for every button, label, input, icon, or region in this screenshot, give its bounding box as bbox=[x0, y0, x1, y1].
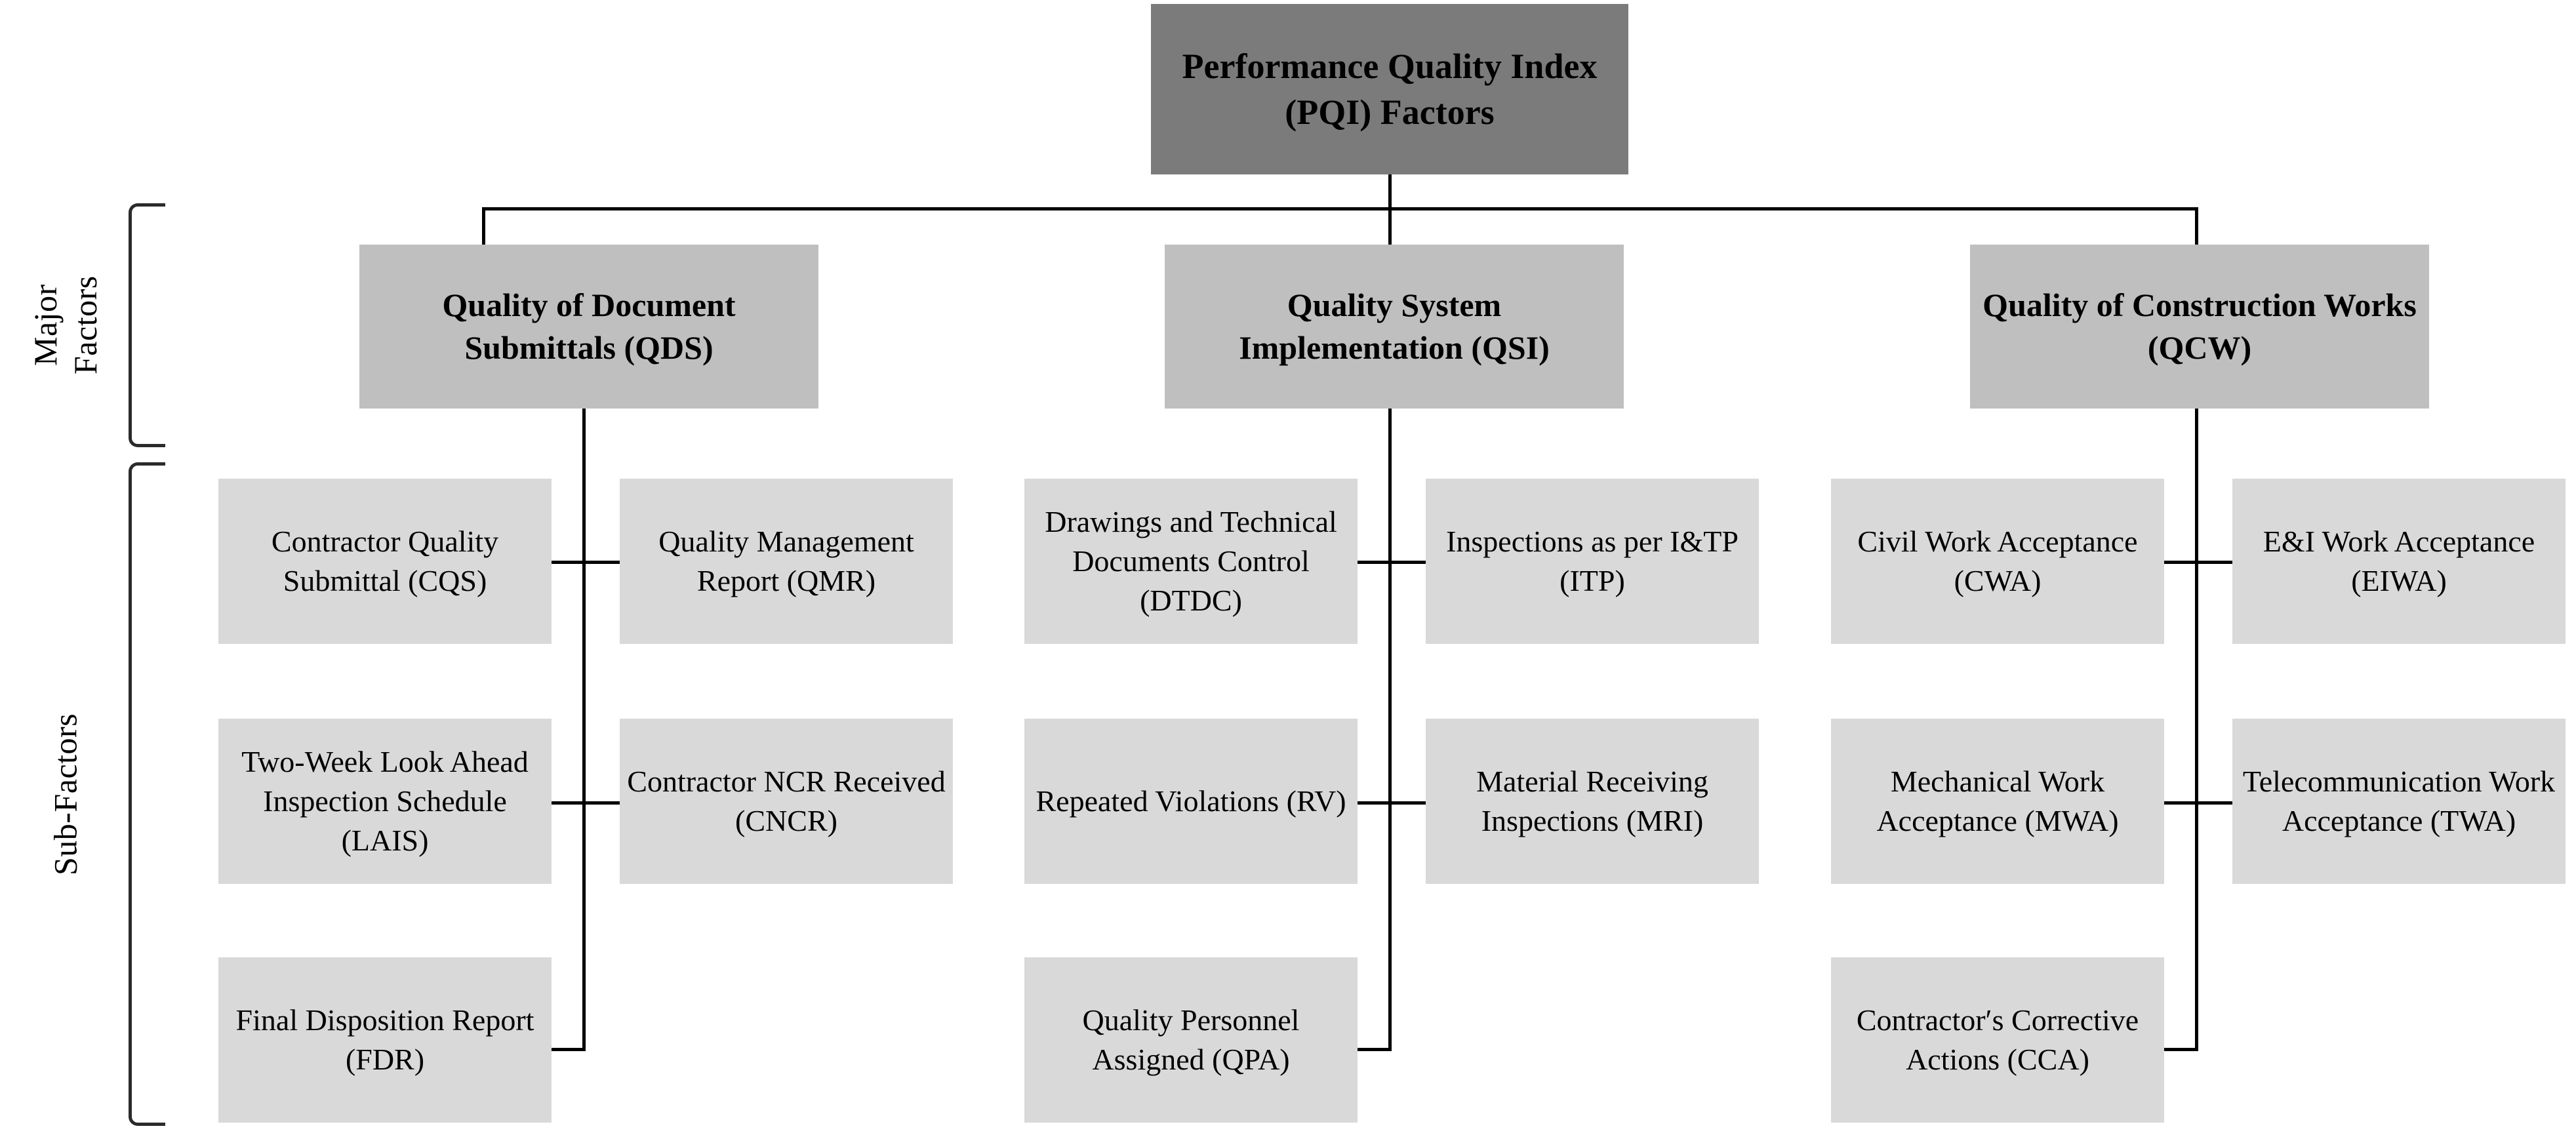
connector-qcw-row1 bbox=[2160, 561, 2232, 564]
sub-node-cncr: Contractor NCR Received (CNCR) bbox=[620, 719, 953, 884]
sub-node-qmr-label: Quality Management Report (QMR) bbox=[658, 525, 914, 597]
sub-node-mwa-label: Mechanical Work Acceptance (MWA) bbox=[1876, 765, 2119, 837]
connector-qcw-row2 bbox=[2160, 801, 2232, 805]
major-node-qcw: Quality of Construction Works (QCW) bbox=[1970, 245, 2429, 409]
sub-node-cwa: Civil Work Acceptance (CWA) bbox=[1831, 479, 2164, 644]
sub-node-cca: Contractor′s Corrective Actions (CCA) bbox=[1831, 957, 2164, 1123]
sub-node-mwa: Mechanical Work Acceptance (MWA) bbox=[1831, 719, 2164, 884]
axis-label-sub-factors: Sub-Factors bbox=[7, 462, 125, 1126]
root-node-label: Performance Quality Index (PQI) Factors bbox=[1182, 46, 1598, 132]
sub-node-itp-label: Inspections as per I&TP (ITP) bbox=[1446, 525, 1739, 597]
connector-qds-row3 bbox=[548, 1048, 586, 1051]
connector-bus-to-qcw bbox=[2195, 207, 2198, 247]
connector-qds-row1 bbox=[548, 561, 620, 564]
sub-node-eiwa: E&I Work Acceptance (EIWA) bbox=[2232, 479, 2566, 644]
axis-label-sub-factors-text: Sub-Factors bbox=[47, 713, 84, 875]
root-node-pqi: Performance Quality Index (PQI) Factors bbox=[1151, 4, 1628, 174]
sub-node-cqs-label: Contractor Quality Submittal (CQS) bbox=[271, 525, 499, 597]
sub-node-mri-label: Material Receiving Inspections (MRI) bbox=[1476, 765, 1708, 837]
sub-node-rv-label: Repeated Violations (RV) bbox=[1036, 784, 1346, 818]
sub-node-cqs: Contractor Quality Submittal (CQS) bbox=[218, 479, 552, 644]
connector-qsi-row1 bbox=[1354, 561, 1426, 564]
major-node-qcw-label: Quality of Construction Works (QCW) bbox=[1982, 287, 2417, 366]
connector-bus-to-qsi bbox=[1388, 207, 1392, 247]
major-node-qds: Quality of Document Submittals (QDS) bbox=[359, 245, 818, 409]
sub-node-qpa: Quality Personnel Assigned (QPA) bbox=[1024, 957, 1358, 1123]
sub-node-cncr-label: Contractor NCR Received (CNCR) bbox=[627, 765, 946, 837]
connector-qcw-spine bbox=[2195, 409, 2198, 1050]
sub-node-dtdc-label: Drawings and Technical Documents Control… bbox=[1045, 505, 1337, 617]
sub-node-cca-label: Contractor′s Corrective Actions (CCA) bbox=[1856, 1003, 2139, 1076]
major-node-qsi: Quality System Implementation (QSI) bbox=[1165, 245, 1624, 409]
connector-qcw-row3 bbox=[2160, 1048, 2198, 1051]
major-node-qsi-label: Quality System Implementation (QSI) bbox=[1239, 287, 1550, 366]
sub-node-dtdc: Drawings and Technical Documents Control… bbox=[1024, 479, 1358, 644]
connector-qds-row2 bbox=[548, 801, 620, 805]
connector-qsi-row3 bbox=[1354, 1048, 1392, 1051]
sub-node-fdr: Final Disposition Report (FDR) bbox=[218, 957, 552, 1123]
sub-node-qmr: Quality Management Report (QMR) bbox=[620, 479, 953, 644]
sub-node-lais: Two-Week Look Ahead Inspection Schedule … bbox=[218, 719, 552, 884]
connector-qds-spine bbox=[582, 409, 586, 1050]
sub-node-qpa-label: Quality Personnel Assigned (QPA) bbox=[1082, 1003, 1300, 1076]
bracket-major-factors bbox=[129, 203, 165, 447]
sub-node-twa: Telecommunication Work Acceptance (TWA) bbox=[2232, 719, 2566, 884]
connector-bus-horizontal bbox=[483, 207, 2198, 210]
connector-qsi-row2 bbox=[1354, 801, 1426, 805]
sub-node-fdr-label: Final Disposition Report (FDR) bbox=[235, 1003, 534, 1076]
connector-bus-to-qds bbox=[482, 207, 485, 247]
sub-node-cwa-label: Civil Work Acceptance (CWA) bbox=[1857, 525, 2138, 597]
bracket-sub-factors bbox=[129, 462, 165, 1126]
sub-node-lais-label: Two-Week Look Ahead Inspection Schedule … bbox=[241, 745, 529, 857]
sub-node-rv: Repeated Violations (RV) bbox=[1024, 719, 1358, 884]
sub-node-eiwa-label: E&I Work Acceptance (EIWA) bbox=[2263, 525, 2535, 597]
sub-node-itp: Inspections as per I&TP (ITP) bbox=[1426, 479, 1759, 644]
sub-node-mri: Material Receiving Inspections (MRI) bbox=[1426, 719, 1759, 884]
connector-qsi-spine bbox=[1388, 409, 1392, 1050]
major-node-qds-label: Quality of Document Submittals (QDS) bbox=[442, 287, 736, 366]
sub-node-twa-label: Telecommunication Work Acceptance (TWA) bbox=[2242, 765, 2556, 837]
